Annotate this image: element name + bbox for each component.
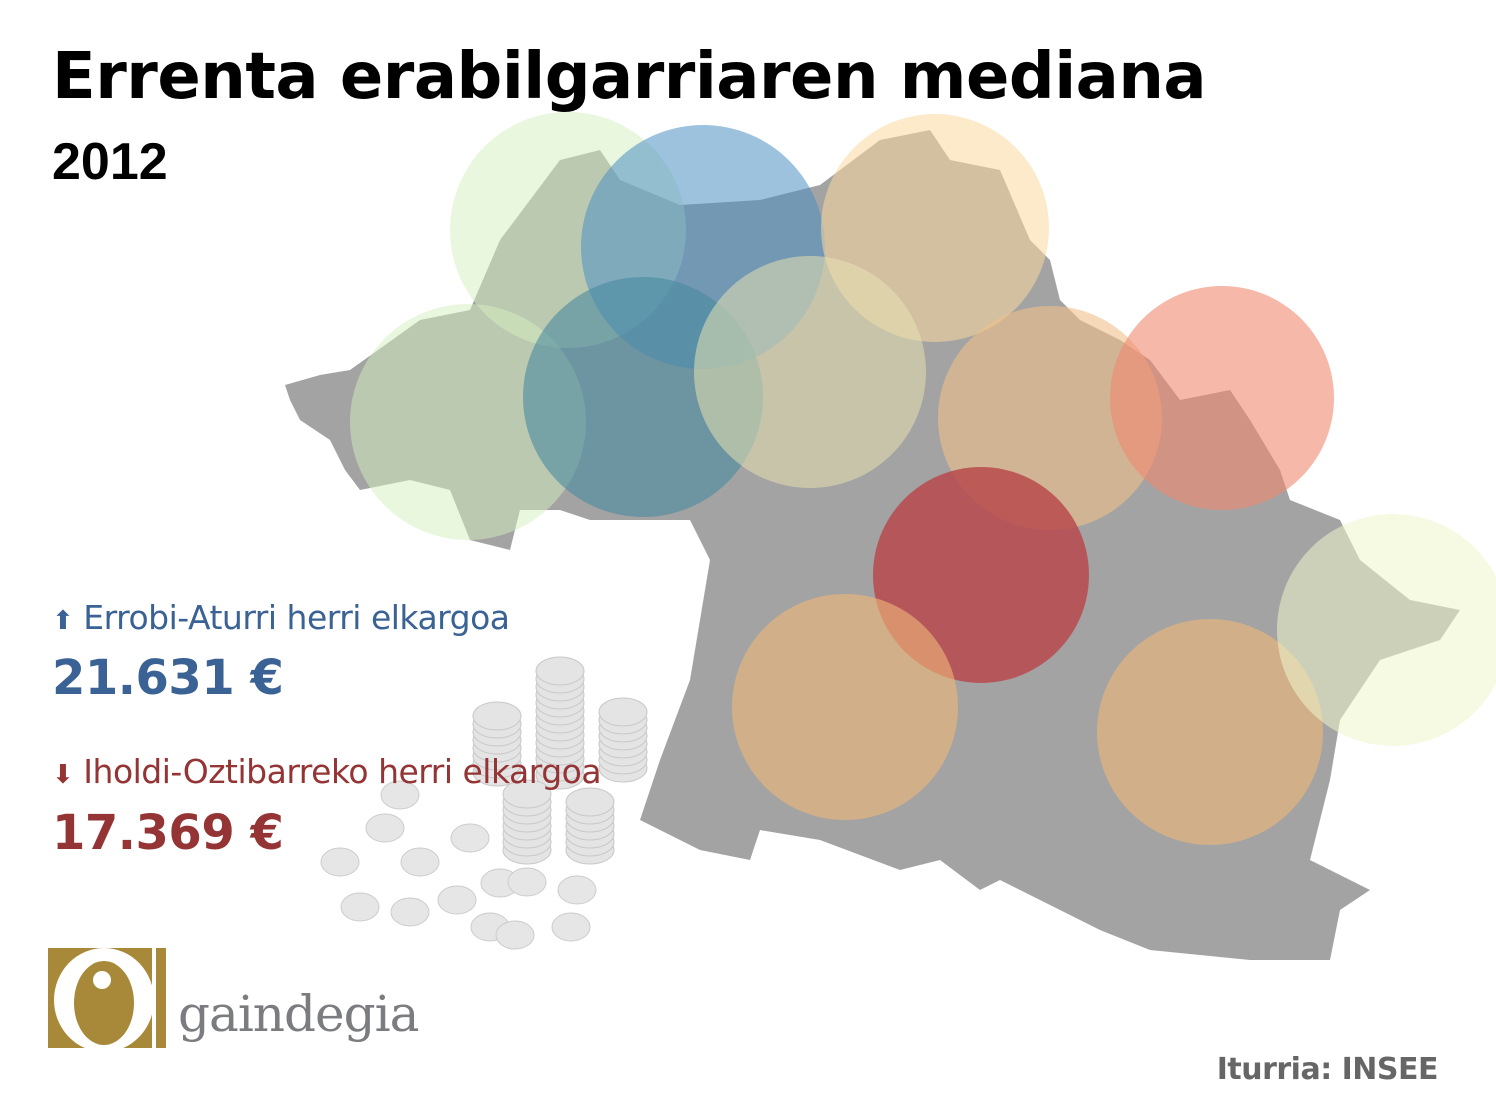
lowest-region-name: Iholdi-Oztibarreko herri elkargoa — [83, 752, 602, 791]
arrow-down-icon: ⬇ — [52, 760, 74, 790]
lowest-region-label: ⬇ Iholdi-Oztibarreko herri elkargoa — [52, 752, 602, 791]
region-circle — [1277, 514, 1496, 746]
logo-text: gaindegia — [178, 985, 419, 1043]
region-circle — [694, 256, 926, 488]
gaindegia-logo-icon — [48, 948, 166, 1050]
highest-region-name: Errobi-Aturri herri elkargoa — [83, 598, 510, 637]
source-note: Iturria: INSEE — [1216, 1052, 1439, 1087]
arrow-up-icon: ⬆ — [52, 606, 74, 636]
region-circle — [1097, 619, 1323, 845]
region-circle — [732, 594, 958, 820]
region-circle — [1110, 286, 1334, 510]
page-title: Errenta erabilgarriaren mediana — [52, 40, 1207, 114]
region-circle — [350, 304, 586, 540]
region-circle — [873, 467, 1089, 683]
year-subtitle: 2012 — [52, 133, 168, 191]
highest-value: 21.631 € — [52, 650, 284, 706]
coins-illustration — [320, 656, 648, 950]
lowest-value: 17.369 € — [52, 805, 284, 861]
highest-region-label: ⬆ Errobi-Aturri herri elkargoa — [52, 598, 510, 637]
